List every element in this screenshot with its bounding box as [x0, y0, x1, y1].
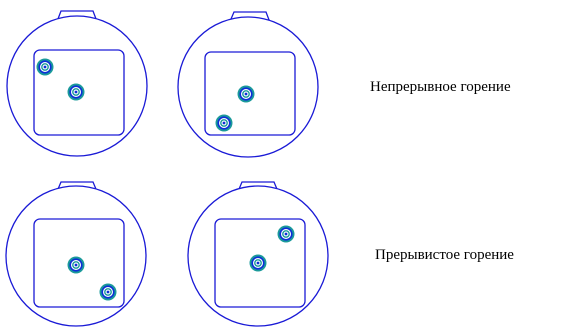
- lamp-icon-3a: [66, 255, 86, 275]
- lamp-icon-4a: [276, 224, 296, 244]
- lamp-icon-2a: [236, 84, 256, 104]
- indicator-housing-3: [5, 181, 147, 327]
- lamp-icon-2b: [214, 113, 234, 133]
- indicator-housing-4: [187, 181, 329, 327]
- label-continuous-burning: Непрерывное горение: [370, 79, 511, 95]
- lamp-icon-1a: [35, 57, 55, 77]
- indicator-housing-1: [6, 10, 148, 157]
- indicator-housing-2: [177, 11, 319, 158]
- lamp-icon-4b: [248, 253, 268, 273]
- lamp-icon-3b: [98, 282, 118, 302]
- lamp-icon-1b: [66, 82, 86, 102]
- label-intermittent-burning: Прерывистое горение: [375, 247, 514, 263]
